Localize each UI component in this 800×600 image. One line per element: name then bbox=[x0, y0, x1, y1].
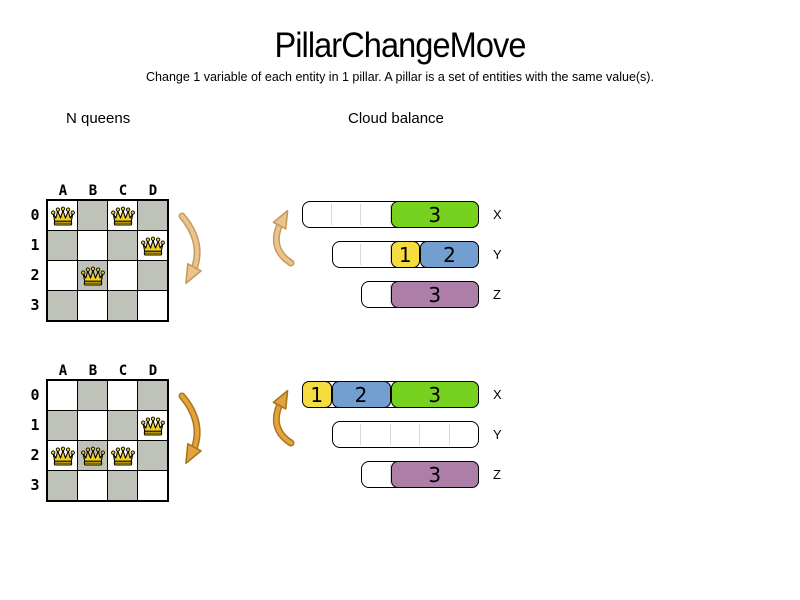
board-cell bbox=[78, 411, 107, 440]
board-cell bbox=[78, 261, 107, 290]
computer-label-Y: Y bbox=[493, 247, 502, 262]
board-cell bbox=[48, 291, 77, 320]
queen-icon bbox=[80, 266, 105, 286]
board-cell bbox=[48, 201, 77, 230]
column-header: B bbox=[88, 363, 98, 379]
column-header: A bbox=[58, 363, 68, 379]
board-cell bbox=[78, 291, 107, 320]
board-cell bbox=[108, 381, 137, 410]
computer-label-X: X bbox=[493, 387, 502, 402]
computer-label-Y: Y bbox=[493, 427, 502, 442]
computer-label-Z: Z bbox=[493, 287, 501, 302]
row-header: 0 bbox=[30, 386, 40, 404]
board-cell bbox=[78, 441, 107, 470]
move-arrow-cloud-after bbox=[266, 389, 302, 449]
move-arrow-cloud-after-icon bbox=[272, 389, 295, 447]
row-header: 3 bbox=[30, 476, 40, 494]
row-header: 3 bbox=[30, 296, 40, 314]
process-block: 3 bbox=[390, 281, 479, 308]
column-header: A bbox=[58, 183, 68, 199]
column-header: D bbox=[148, 363, 158, 379]
board-cell bbox=[108, 231, 137, 260]
board-cell bbox=[108, 201, 137, 230]
move-arrow-cloud-before bbox=[266, 209, 302, 269]
board-cell bbox=[108, 261, 137, 290]
board-cell bbox=[138, 411, 167, 440]
page-title: PillarChangeMove bbox=[274, 26, 526, 65]
nqueens-after-board bbox=[46, 379, 169, 502]
capacity-divider bbox=[360, 244, 362, 265]
board-cell bbox=[108, 441, 137, 470]
capacity-divider bbox=[448, 424, 450, 445]
queen-icon bbox=[140, 416, 165, 436]
board-cell bbox=[78, 231, 107, 260]
computer-bar-Y bbox=[331, 421, 479, 448]
queen-icon bbox=[50, 206, 75, 226]
queen-icon bbox=[110, 206, 135, 226]
process-block: 2 bbox=[420, 241, 479, 268]
move-arrow-nqueens-after-icon bbox=[178, 392, 202, 465]
process-block: 1 bbox=[302, 381, 332, 408]
board-cell bbox=[108, 291, 137, 320]
column-header: C bbox=[118, 183, 128, 199]
capacity-divider bbox=[360, 424, 362, 445]
process-block: 2 bbox=[331, 381, 391, 408]
board-cell bbox=[48, 411, 77, 440]
process-block: 3 bbox=[390, 381, 479, 408]
capacity-divider bbox=[389, 244, 391, 265]
queen-icon bbox=[50, 446, 75, 466]
row-header: 1 bbox=[30, 236, 40, 254]
queen-icon bbox=[140, 236, 165, 256]
column-header: D bbox=[148, 183, 158, 199]
column-header: C bbox=[118, 363, 128, 379]
computer-label-X: X bbox=[493, 207, 502, 222]
process-block: 3 bbox=[390, 461, 479, 488]
board-cell bbox=[48, 261, 77, 290]
board-cell bbox=[78, 201, 107, 230]
capacity-divider bbox=[419, 424, 421, 445]
capacity-divider bbox=[389, 284, 391, 305]
nqueens-before-board bbox=[46, 199, 169, 322]
move-arrow-nqueens-after bbox=[170, 391, 208, 477]
board-cell bbox=[138, 261, 167, 290]
row-header: 2 bbox=[30, 446, 40, 464]
capacity-divider bbox=[360, 204, 362, 225]
computer-label-Z: Z bbox=[493, 467, 501, 482]
board-cell bbox=[78, 381, 107, 410]
move-arrow-nqueens-before bbox=[170, 211, 208, 297]
column-header: B bbox=[88, 183, 98, 199]
section-label-cloud: Cloud balance bbox=[348, 110, 444, 127]
board-cell bbox=[48, 231, 77, 260]
board-cell bbox=[138, 441, 167, 470]
board-cell bbox=[138, 471, 167, 500]
board-cell bbox=[138, 381, 167, 410]
capacity-divider bbox=[389, 204, 391, 225]
board-cell bbox=[108, 471, 137, 500]
board-cell bbox=[48, 471, 77, 500]
move-arrow-cloud-before-icon bbox=[272, 209, 295, 267]
queen-icon bbox=[110, 446, 135, 466]
queen-icon bbox=[80, 446, 105, 466]
board-cell bbox=[48, 441, 77, 470]
page-subtitle: Change 1 variable of each entity in 1 pi… bbox=[146, 70, 654, 84]
capacity-divider bbox=[389, 464, 391, 485]
board-cell bbox=[138, 231, 167, 260]
row-header: 2 bbox=[30, 266, 40, 284]
process-block: 1 bbox=[390, 241, 420, 268]
board-cell bbox=[108, 411, 137, 440]
board-cell bbox=[138, 201, 167, 230]
board-cell bbox=[138, 291, 167, 320]
row-header: 1 bbox=[30, 416, 40, 434]
capacity-divider bbox=[330, 204, 332, 225]
section-label-nqueens: N queens bbox=[66, 110, 131, 127]
board-cell bbox=[78, 471, 107, 500]
capacity-divider bbox=[389, 424, 391, 445]
move-arrow-nqueens-before-icon bbox=[178, 212, 202, 285]
process-block: 3 bbox=[390, 201, 479, 228]
board-cell bbox=[48, 381, 77, 410]
row-header: 0 bbox=[30, 206, 40, 224]
